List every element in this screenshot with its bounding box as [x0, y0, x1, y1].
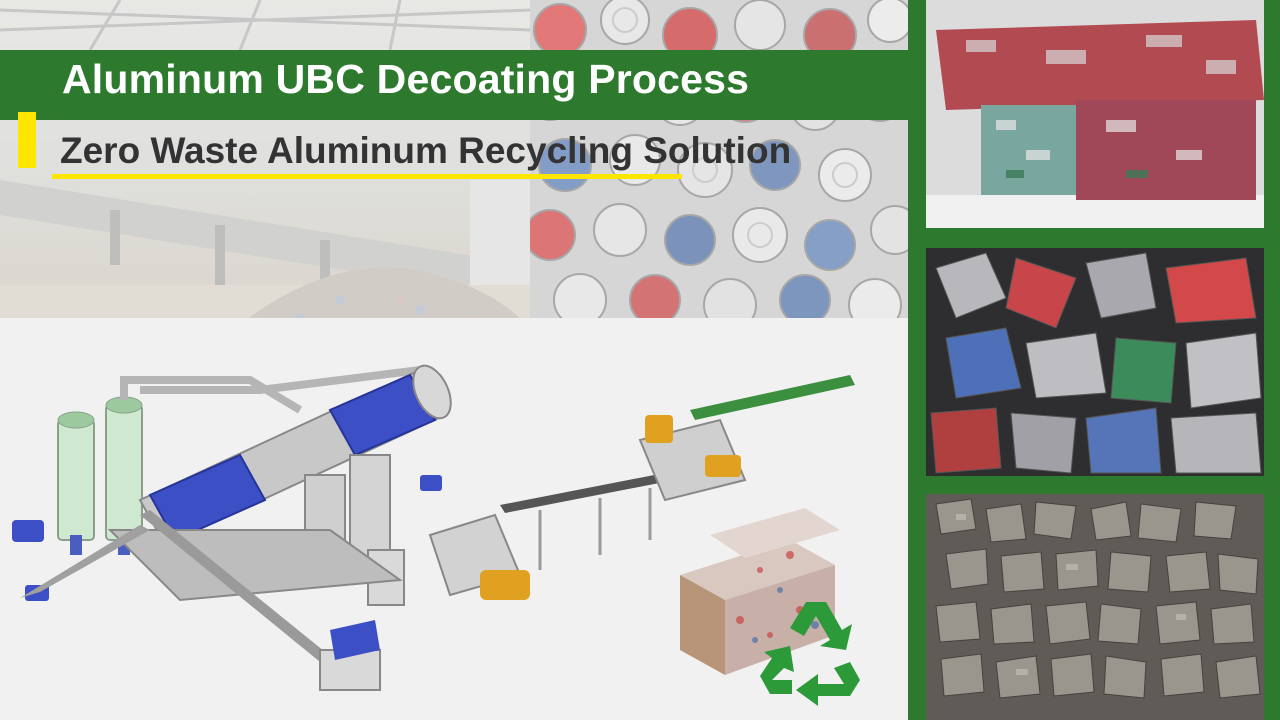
page-title: Aluminum UBC Decoating Process — [62, 56, 750, 102]
recycle-icon — [760, 602, 860, 706]
feed-conveyor — [140, 510, 381, 691]
aluminum-chips-photo — [926, 494, 1264, 720]
duct-pipes — [120, 366, 421, 414]
subtitle-underline — [52, 174, 682, 179]
aluminum-bales — [680, 508, 840, 675]
transfer-conveyor — [500, 470, 685, 513]
page-subtitle: Zero Waste Aluminum Recycling Solution — [60, 130, 792, 171]
crusher-unit — [428, 513, 530, 600]
decoating-line-render — [12, 364, 860, 706]
chips-scene — [926, 494, 1264, 720]
shredder — [638, 375, 855, 502]
title-banner — [0, 50, 926, 120]
scrubber-towers — [57, 396, 143, 555]
bales-photo — [926, 0, 1264, 228]
shredded-scene — [926, 248, 1264, 476]
bales-scene — [926, 0, 1264, 228]
rotary-kiln — [138, 364, 452, 547]
accent-bar — [18, 112, 36, 168]
shredded-cans-photo — [926, 248, 1264, 476]
drive-motors — [12, 475, 442, 601]
